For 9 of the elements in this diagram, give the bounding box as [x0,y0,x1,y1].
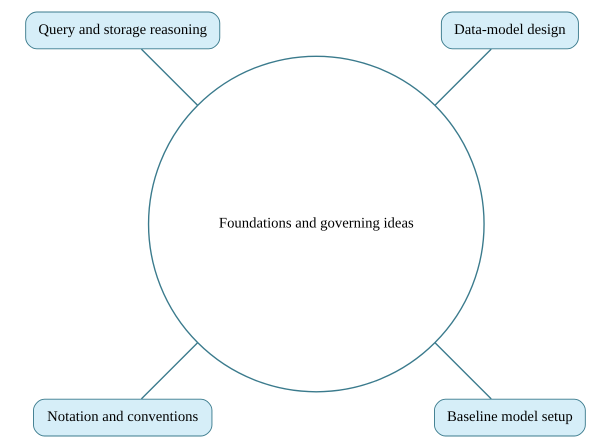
node-box: Notation and conventions [33,398,212,436]
connector [434,48,492,106]
connector [434,342,492,400]
node-circle: Foundations and governing ideas [148,56,485,392]
node-box: Query and storage reasoning [25,12,220,50]
connector [140,48,198,106]
node-box: Baseline model setup [434,398,586,436]
connector [140,342,198,400]
node-box: Data-model design [440,12,579,50]
